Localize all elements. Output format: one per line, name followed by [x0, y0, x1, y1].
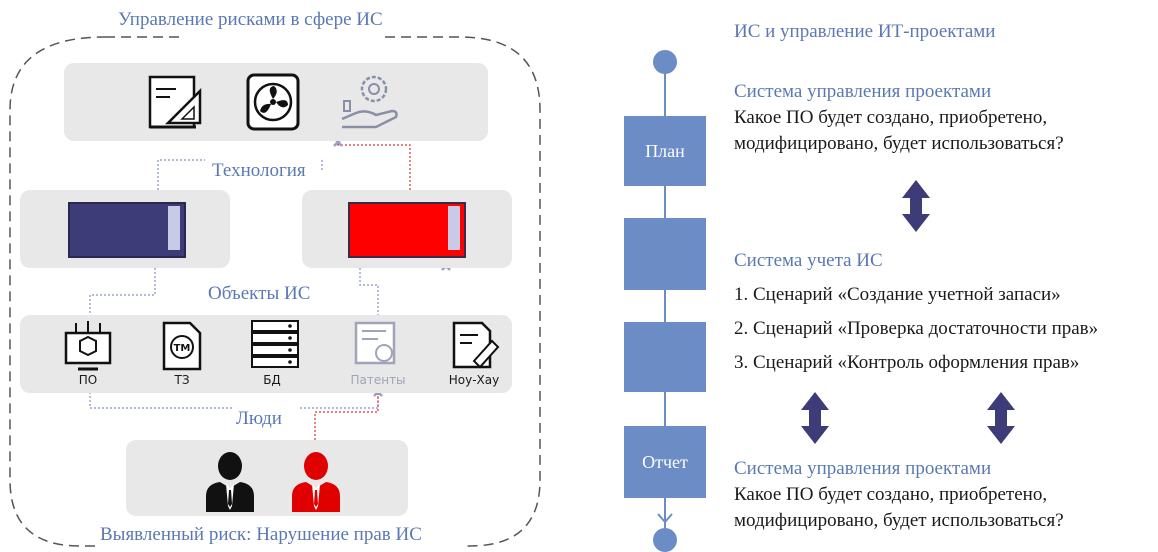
technology-panel: [64, 63, 488, 141]
object-label: ПО: [78, 373, 98, 387]
identified-risk-caption: Выявленный риск: Нарушение прав ИС: [96, 524, 426, 546]
double-arrow-icon: [801, 392, 829, 444]
person-icon: [206, 452, 254, 512]
object-label: Ноу-Хау: [448, 373, 500, 387]
patent-certificate-icon: [354, 321, 396, 365]
svg-text:TM: TM: [174, 343, 191, 354]
objects-left-panel: [20, 190, 230, 268]
design-blueprint-icon: [148, 75, 202, 129]
connector-tech-red: [337, 140, 411, 190]
block3-text-line2: модифицировано, будет использоваться?: [734, 510, 1064, 531]
hand-gear-support-icon: [341, 75, 398, 129]
block3-title: Система управления проектами: [734, 458, 992, 479]
connector-tech-left: [157, 159, 205, 190]
block1-title: Система управления проектами: [734, 81, 992, 102]
block1-text-line1: Какое ПО будет создано, приобретено,: [734, 107, 1048, 128]
scenario-item: 1. Сценарий «Создание учетной запаси»: [734, 284, 1061, 305]
double-arrow-icon: [902, 180, 930, 232]
connector-people-red: [314, 392, 379, 440]
red-bar: [348, 202, 466, 258]
block1-text-line2: модифицировано, будет использоваться?: [734, 133, 1064, 154]
object-label: Патенты: [350, 373, 406, 387]
double-arrow-icon: [987, 392, 1015, 444]
block2-title: Система учета ИС: [734, 250, 883, 271]
timeline-end-node: [653, 528, 677, 552]
timeline-start-node: [653, 50, 677, 74]
objects-right-panel: [302, 190, 512, 268]
risk-person-icon: [292, 452, 340, 512]
fan-unit-icon: [246, 73, 300, 131]
objects-row-panel: ПО TM ТЗ БД Патенты Но: [20, 315, 512, 393]
object-label: ТЗ: [174, 373, 190, 387]
database-server-icon: [251, 320, 299, 368]
blue-bar: [68, 202, 186, 258]
step-plan: План: [624, 116, 706, 186]
scenario-item: 2. Сценарий «Проверка достаточности прав…: [734, 318, 1099, 339]
trademark-document-icon: TM: [162, 321, 202, 371]
people-panel: [126, 440, 408, 516]
band-label-people: Люди: [232, 408, 286, 430]
band-label-objects: Объекты ИС: [204, 283, 315, 305]
step-2: [624, 218, 706, 290]
band-label-technology: Технология: [208, 160, 310, 182]
software-module-icon: [64, 321, 112, 371]
step-report: Отчет: [624, 426, 706, 498]
scenario-item: 3. Сценарий «Контроль оформления прав»: [734, 352, 1080, 373]
knowhow-document-icon: [452, 321, 500, 369]
object-label: БД: [263, 373, 281, 387]
left-title: Управление рисками в сфере ИС: [118, 9, 383, 30]
step-3: [624, 322, 706, 392]
right-title: ИС и управление ИТ-проектами: [734, 21, 996, 42]
block3-text-line1: Какое ПО будет создано, приобретено,: [734, 484, 1048, 505]
